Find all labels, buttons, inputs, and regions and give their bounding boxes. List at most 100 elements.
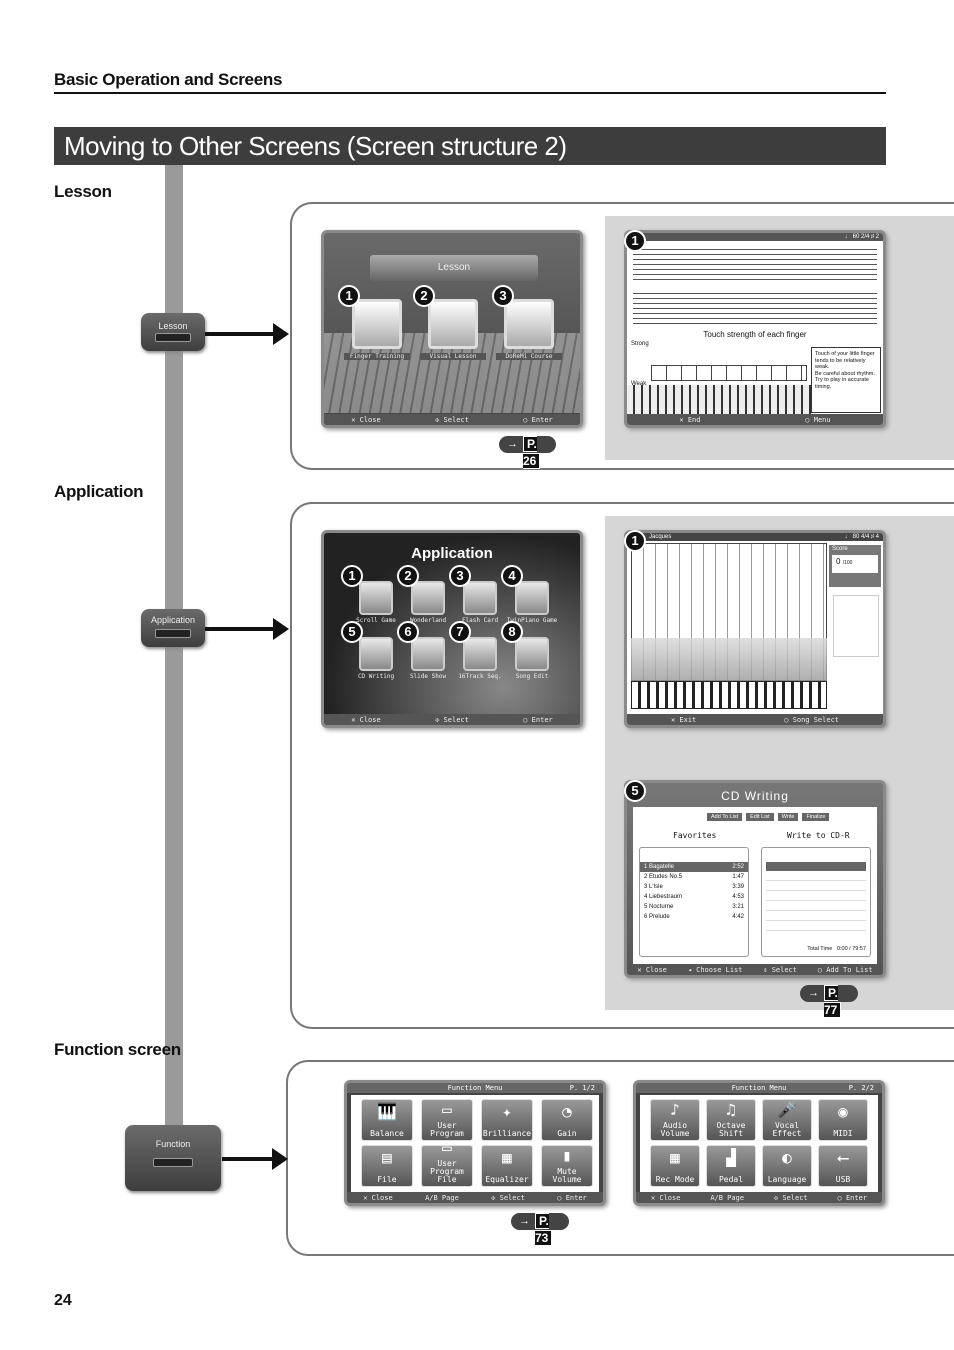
info-box <box>833 595 879 657</box>
application-button-label: Application <box>150 615 196 625</box>
tempo-bar: ♩ 60 2/4 ♯ 2 <box>627 233 883 241</box>
lesson-label: Lesson <box>54 182 112 201</box>
tab-write[interactable]: Write <box>777 813 799 821</box>
usb-tile[interactable]: ⭠USB <box>818 1145 868 1187</box>
user-program-tile[interactable]: ▭User Program <box>421 1099 473 1141</box>
function-menu-page: P. 1/2 <box>569 1084 595 1092</box>
equalizer-tile[interactable]: ▦Equalizer <box>481 1145 533 1187</box>
write-list-selection <box>766 862 866 871</box>
function-button-label: Function <box>155 1139 191 1149</box>
write-to-heading: Write to CD-R <box>787 831 850 840</box>
score-value: 0 /100 <box>832 555 878 573</box>
page-title: Moving to Other Screens (Screen structur… <box>54 127 886 165</box>
mute-volume-tile[interactable]: ▮Mute Volume <box>541 1145 593 1187</box>
app-item-label: Song Edit <box>515 673 549 680</box>
wonderland-icon[interactable] <box>411 581 445 615</box>
callout-5: 5 <box>624 780 646 802</box>
keyboard-graphic <box>627 385 811 417</box>
callout-1: 1 <box>341 565 363 587</box>
function-label: Function screen <box>54 1040 181 1059</box>
pedal-tile[interactable]: ▟Pedal <box>706 1145 756 1187</box>
header-rule <box>54 92 886 94</box>
tempo-display: ♩ 80 4/4 ♯ 4 <box>844 534 879 540</box>
tab-finalize[interactable]: Finalize <box>802 813 830 821</box>
function-menu-screen-1: Function Menu P. 1/2 🎹Balance ▭User Prog… <box>344 1080 606 1206</box>
lesson-item-label: Visual Lesson <box>420 353 486 360</box>
track-seq-icon[interactable] <box>463 637 497 671</box>
flash-card-icon[interactable] <box>463 581 497 615</box>
advice-note: Touch of your little finger tends to be … <box>811 347 881 413</box>
application-screen-title: Application <box>411 545 493 562</box>
callout-7: 7 <box>449 621 471 643</box>
score-staff <box>633 245 877 281</box>
vocal-effect-tile[interactable]: 🎤Vocal Effect <box>762 1099 812 1141</box>
scroll-game-screen: Jacques ♩ 80 4/4 ♯ 4 Score 0 /100 Middle… <box>624 530 886 728</box>
lesson-button-label: Lesson <box>158 321 188 331</box>
function-button[interactable]: Function <box>125 1125 221 1191</box>
page-ref-link[interactable]: P. 26 <box>499 436 556 469</box>
callout-2: 2 <box>413 285 435 307</box>
octave-shift-tile[interactable]: ♫Octave Shift <box>706 1099 756 1141</box>
callout-4: 4 <box>501 565 523 587</box>
write-list[interactable]: Total Time 0:00 / 79:57 <box>761 847 871 957</box>
finger-training-icon[interactable] <box>352 299 402 349</box>
lesson-screen-footer: ✕ Close✣ Select○ Enter <box>324 414 580 425</box>
midi-tile[interactable]: ◉MIDI <box>818 1099 868 1141</box>
doremi-course-icon[interactable] <box>504 299 554 349</box>
score-box: Score 0 /100 <box>829 545 881 587</box>
callout-1: 1 <box>624 230 646 252</box>
gain-tile[interactable]: ◔Gain <box>541 1099 593 1141</box>
twinpiano-game-icon[interactable] <box>515 581 549 615</box>
tab-add-to-list[interactable]: Add To List <box>707 813 743 821</box>
file-tile[interactable]: ▤File <box>361 1145 413 1187</box>
score-label: Score <box>832 546 848 552</box>
callout-1: 1 <box>624 530 646 552</box>
callout-6: 6 <box>397 621 419 643</box>
callout-3: 3 <box>449 565 471 587</box>
tab-edit-list[interactable]: Edit List <box>746 813 774 821</box>
language-tile[interactable]: ◐Language <box>762 1145 812 1187</box>
cd-writing-screen: CD Writing Add To List Edit List Write F… <box>624 780 886 978</box>
function-menu-titlebar: Function Menu P. 1/2 <box>347 1083 603 1093</box>
song-title: Jacques <box>649 534 672 540</box>
song-edit-icon[interactable] <box>515 637 549 671</box>
audio-volume-tile[interactable]: ♪Audio Volume <box>650 1099 700 1141</box>
app-item-label: 16Track Seq. <box>458 673 502 680</box>
favorites-heading: Favorites <box>673 831 717 840</box>
landscape-graphic <box>631 638 827 681</box>
visual-lesson-icon[interactable] <box>428 299 478 349</box>
page-ref-link[interactable]: P. 77 <box>800 985 858 1018</box>
keyboard-graphic <box>631 681 827 709</box>
application-button[interactable]: Application <box>141 609 205 647</box>
cd-screen-footer: ✕ Close◂ Choose List⇕ Select○ Add To Lis… <box>627 964 883 975</box>
function-menu-page: P. 2/2 <box>848 1084 874 1092</box>
scroll-game-icon[interactable] <box>359 581 393 615</box>
brilliance-tile[interactable]: ✦Brilliance <box>481 1099 533 1141</box>
user-program-file-tile[interactable]: ▭User Program File <box>421 1138 473 1187</box>
function-menu-titlebar: Function Menu P. 2/2 <box>636 1083 882 1093</box>
lesson-screen-title: Lesson <box>370 255 538 281</box>
slide-show-icon[interactable] <box>411 637 445 671</box>
balance-tile[interactable]: 🎹Balance <box>361 1099 413 1141</box>
rec-mode-tile[interactable]: ▦Rec Mode <box>650 1145 700 1187</box>
arrow-right-icon <box>205 618 289 640</box>
page-ref-link[interactable]: P. 73 <box>511 1213 569 1246</box>
app-item-label: CD Writing <box>357 673 395 680</box>
lesson-item-label: Finger Training <box>344 353 410 360</box>
lesson-button[interactable]: Lesson <box>141 313 205 351</box>
arrow-right-icon <box>205 323 289 345</box>
cd-writing-icon[interactable] <box>359 637 393 671</box>
function-menu-screen-2: Function Menu P. 2/2 ♪Audio Volume ♫Octa… <box>633 1080 885 1206</box>
scroll-screen-footer: ✕ Exit○ Song Select <box>627 714 883 725</box>
app-item-label: Wonderland <box>409 617 447 624</box>
app-item-label: Slide Show <box>409 673 447 680</box>
